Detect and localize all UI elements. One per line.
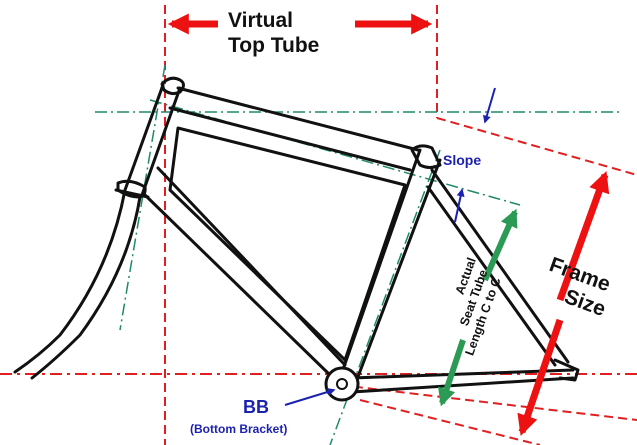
bottom-bracket-shell (324, 366, 360, 402)
bicycle-frame (13, 76, 580, 394)
head-tube (123, 83, 182, 197)
seat-tube-centerline (329, 149, 441, 445)
frame-size-arrow-up (556, 171, 610, 302)
slope-label: Slope (443, 152, 481, 168)
seat-tube-arrow-up (482, 208, 518, 282)
slope-arrow-upper (482, 87, 496, 124)
virtual-top-tube-label-line2: Top Tube (228, 34, 319, 57)
head-tube-top-cap (160, 76, 185, 96)
frame-size-arrow (517, 171, 610, 436)
frame-size-arrow-down (517, 318, 564, 436)
virtual-top-tube-label-line1: Virtual (228, 9, 293, 32)
seat-stay (426, 168, 570, 367)
bb-label: BB (243, 397, 269, 417)
slope-arrows (454, 87, 496, 223)
slope-arrow-lower (454, 188, 465, 223)
top-tube-centerline (149, 99, 521, 206)
seat-tube-length-arrow (438, 208, 518, 407)
top-tube (168, 86, 420, 172)
down-tube (143, 166, 347, 377)
main-triangle-inner (168, 126, 407, 362)
bottom-bracket (324, 366, 360, 402)
bottom-bracket-center (336, 378, 348, 390)
bb-full-label: (Bottom Bracket) (190, 422, 287, 436)
fork-crown (114, 188, 150, 199)
fork-blades (13, 188, 142, 380)
seat-tube-label: Actual Seat Tube Length C to C (453, 256, 504, 358)
seat-clamp (410, 144, 442, 169)
bb-pointer-line (284, 388, 336, 406)
virtual-top-line (436, 117, 637, 176)
virtual-top-tube-guides (164, 5, 438, 445)
frame-size-sloped-guide (359, 399, 541, 445)
seat-tube-arrow-down (438, 339, 466, 407)
seat-tube (338, 148, 442, 384)
rear-dropout (553, 358, 580, 382)
